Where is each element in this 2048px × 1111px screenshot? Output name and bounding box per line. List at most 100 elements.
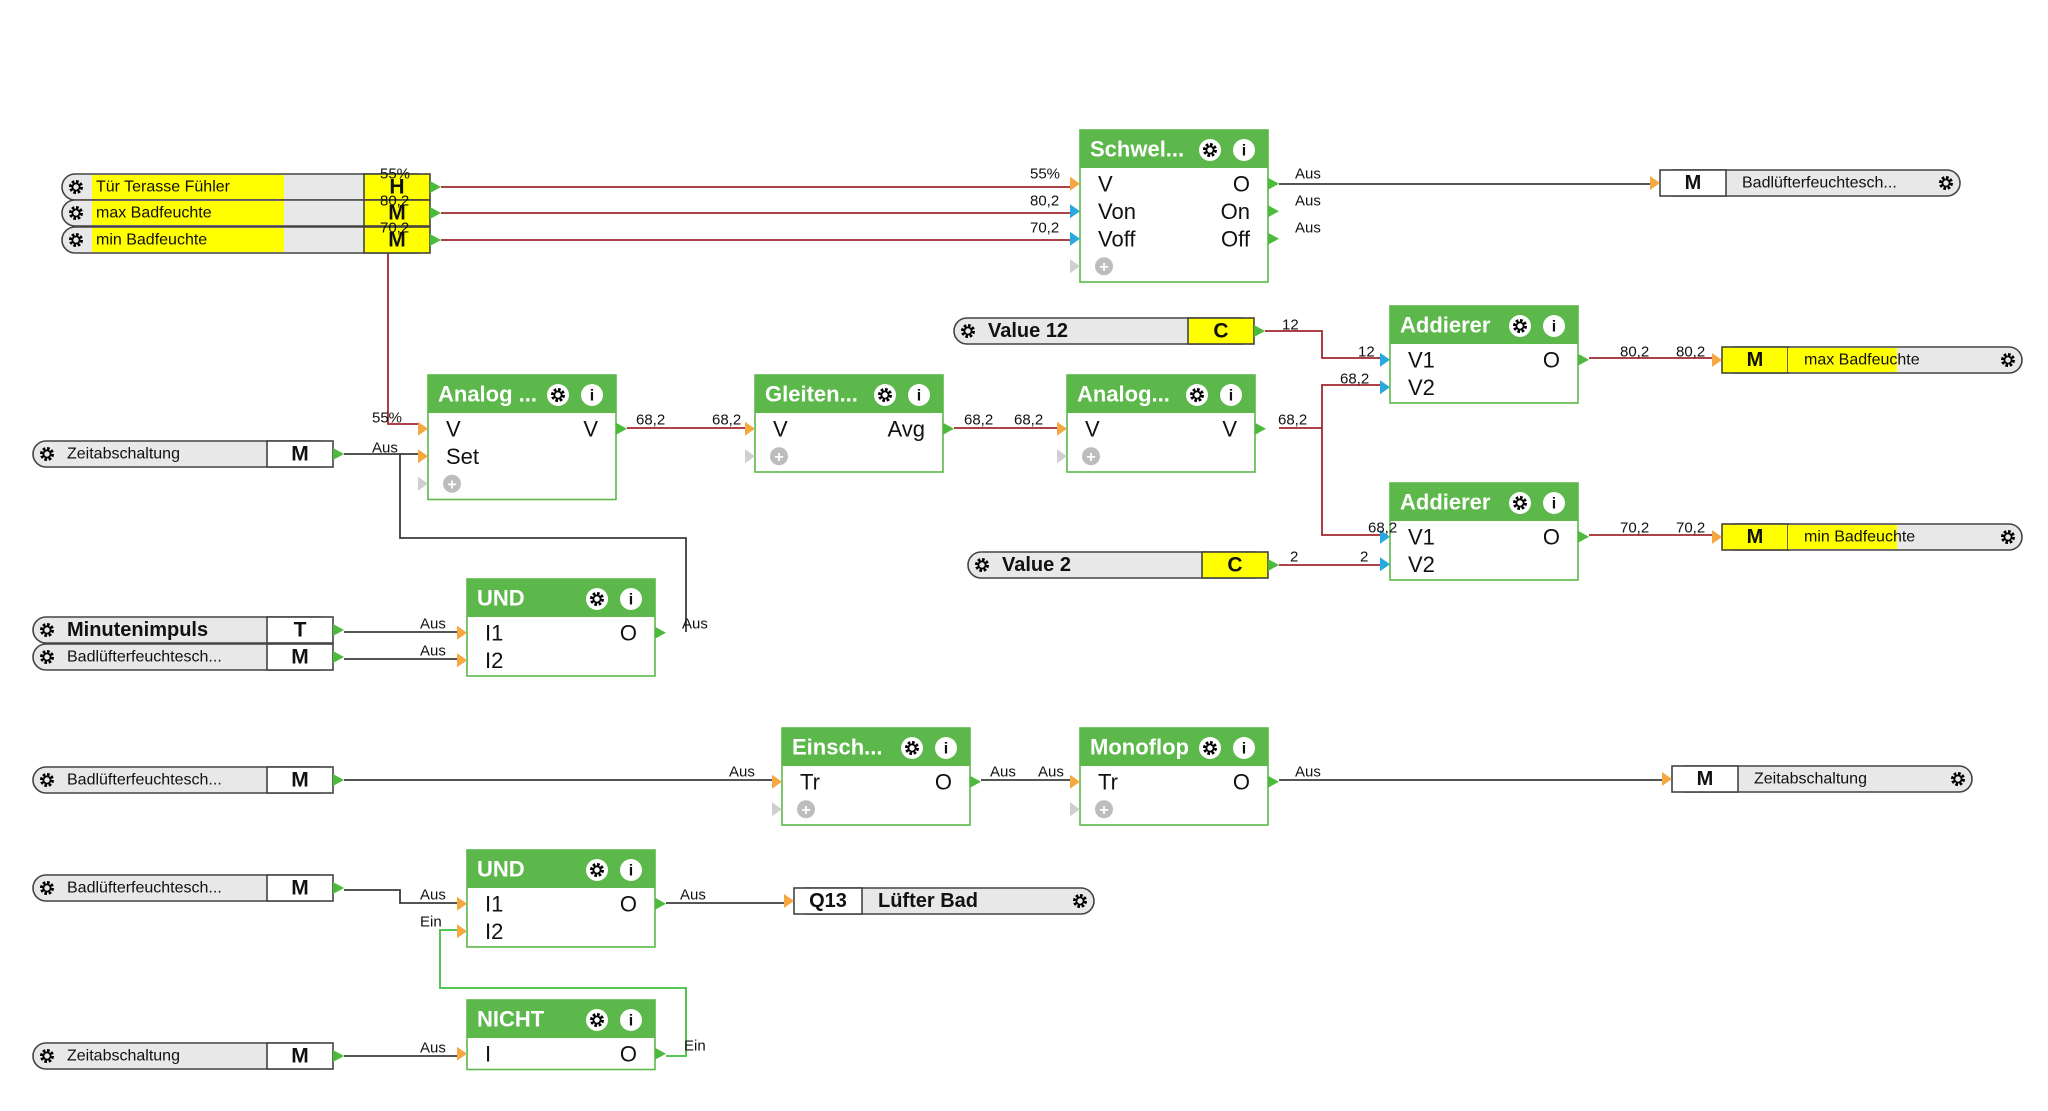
block-input-port[interactable] [1057,421,1067,436]
reference-r6[interactable]: Badlüfterfeuchtesch...M [32,643,344,671]
output-port[interactable] [333,448,344,460]
block-output-port[interactable] [1268,205,1279,218]
block-input-port[interactable] [1070,176,1080,191]
add-input-icon[interactable] [1082,447,1100,466]
gear-icon-bg[interactable] [586,1009,608,1031]
info-icon[interactable] [1543,492,1565,514]
add-input-icon[interactable] [770,447,788,466]
add-input-icon[interactable] [797,800,815,819]
gear-icon-bg[interactable] [1199,737,1221,759]
block-output-port[interactable] [1578,353,1589,366]
input-port[interactable] [1712,530,1722,544]
block-input-port[interactable] [1380,529,1390,544]
gear-icon-bg[interactable] [1509,315,1531,337]
gear-icon-bg[interactable] [586,859,608,881]
gear-icon-bg[interactable] [586,588,608,610]
gear-icon-bg[interactable] [547,384,569,406]
block-input-port[interactable] [1070,774,1080,789]
block-output-port[interactable] [1255,422,1266,435]
output-port[interactable] [430,181,441,193]
reference-r7[interactable]: Badlüfterfeuchtesch...M [32,766,344,794]
add-input-icon[interactable] [443,474,461,493]
block-input-port[interactable] [418,449,428,464]
output-port[interactable] [430,234,441,246]
output-port[interactable] [430,207,441,219]
block-input-port[interactable] [457,1046,467,1061]
output-port[interactable] [1268,559,1279,571]
block-output-port[interactable] [655,626,666,639]
block-output-port[interactable] [1578,530,1589,543]
info-icon[interactable] [1233,737,1255,759]
input-port[interactable] [784,894,794,908]
block-input-port[interactable] [772,774,782,789]
info-icon[interactable] [620,859,642,881]
block-output-port[interactable] [970,775,981,788]
block-input-port[interactable] [745,421,755,436]
block-output-port[interactable] [655,1047,666,1060]
info-icon[interactable] [620,588,642,610]
block-input-port[interactable] [1380,352,1390,367]
info-icon[interactable] [1220,384,1242,406]
block-input-port[interactable] [457,896,467,911]
input-port[interactable] [1650,176,1660,190]
info-icon[interactable] [908,384,930,406]
block-output-port[interactable] [655,897,666,910]
info-icon[interactable] [1233,139,1255,161]
gear-icon-bg[interactable] [1509,492,1531,514]
block-input-port[interactable] [457,653,467,668]
info-icon[interactable] [1543,315,1565,337]
add-input-icon[interactable] [1095,800,1113,819]
info-icon[interactable] [935,737,957,759]
block-input-port[interactable] [457,924,467,939]
output-port[interactable] [333,651,344,663]
block-output-port[interactable] [1268,775,1279,788]
info-icon[interactable] [620,1009,642,1031]
block-output-port[interactable] [616,422,627,435]
reference-r8[interactable]: Badlüfterfeuchtesch...M [32,874,344,902]
output-port[interactable] [333,774,344,786]
block-extra-port[interactable] [1057,449,1067,464]
gear-icon-bg[interactable] [874,384,896,406]
block-input-port[interactable] [1070,204,1080,219]
output-port[interactable] [333,624,344,636]
block-output-port[interactable] [1268,177,1279,190]
block-input-port[interactable] [1380,380,1390,395]
block-input-port[interactable] [1380,557,1390,572]
output-port[interactable] [333,1050,344,1062]
add-input-icon[interactable] [1095,257,1113,276]
block-output-port[interactable] [943,422,954,435]
block-extra-port[interactable] [745,449,755,464]
input-port[interactable] [1712,353,1722,367]
info-icon[interactable] [581,384,603,406]
gear-icon-bg[interactable] [901,737,923,759]
block-extra-port[interactable] [418,476,428,491]
output-port[interactable] [333,882,344,894]
block-input-port[interactable] [418,421,428,436]
block-input-port[interactable] [457,625,467,640]
input-port[interactable] [1662,772,1672,786]
output-port[interactable] [1254,325,1265,337]
gear-icon-bg[interactable] [1199,139,1221,161]
